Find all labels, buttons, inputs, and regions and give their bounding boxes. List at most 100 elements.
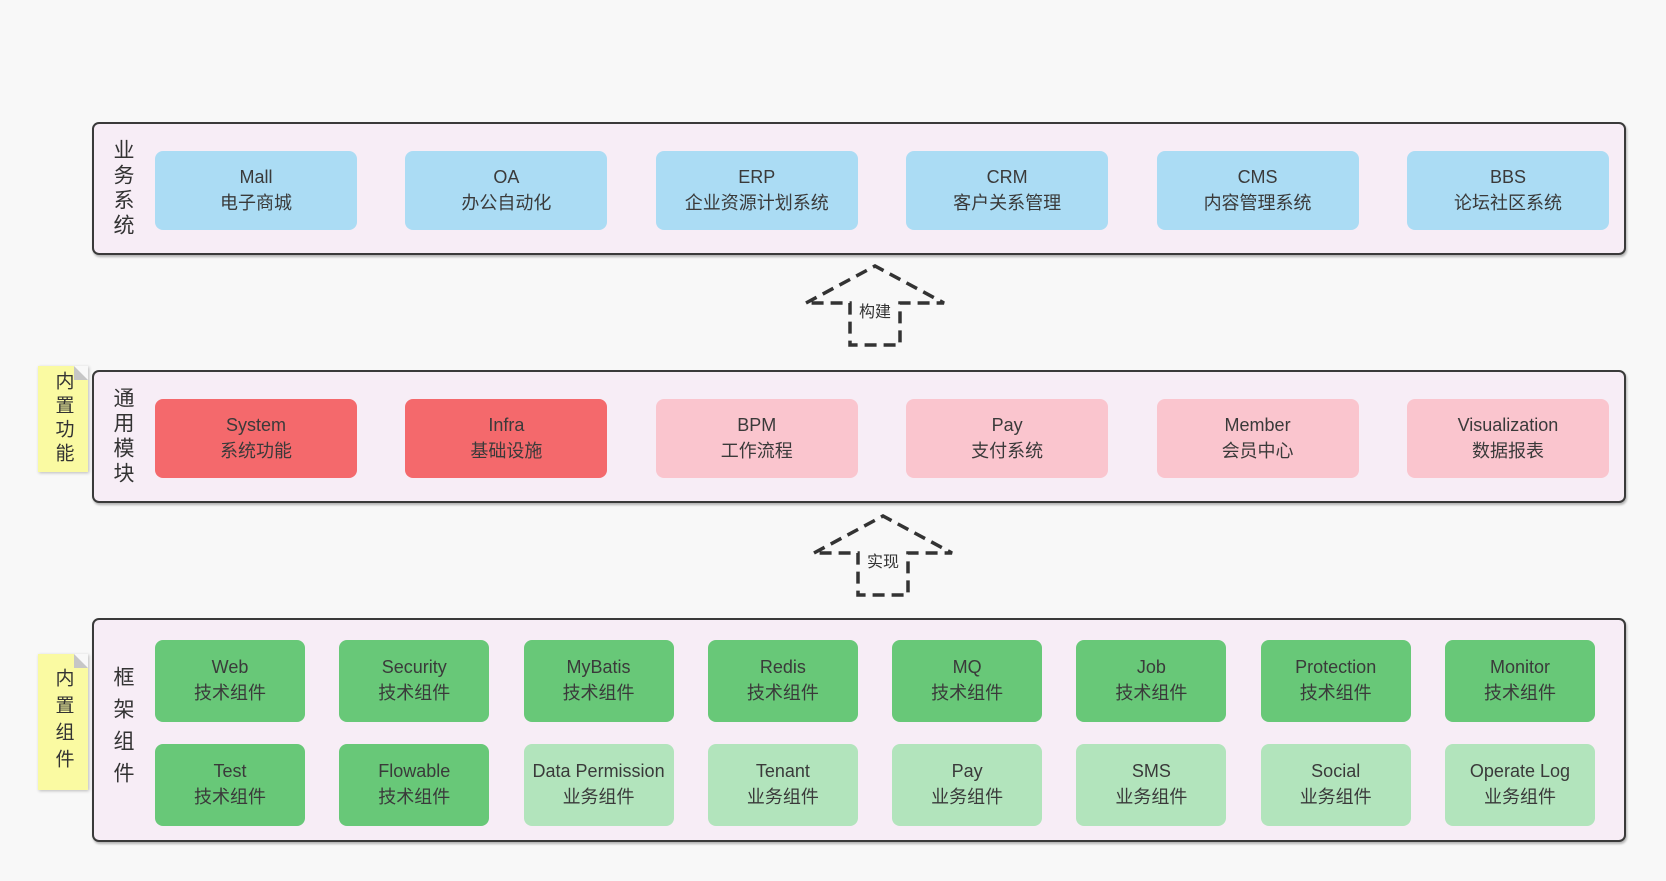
box-subtitle: 客户关系管理: [953, 192, 1062, 213]
band-business-systems: 业务系统 Mall 电子商城 OA 办公自动化 ERP 企业资源计划系统 CRM 客户关系管理…: [92, 122, 1626, 255]
box-subtitle: 支付系统: [971, 440, 1044, 461]
box-title: OA: [493, 166, 520, 187]
box-title: Pay: [951, 761, 983, 782]
box-title: System: [225, 414, 286, 435]
box-bpm: BPM 工作流程: [655, 399, 858, 478]
box-title: Test: [213, 761, 247, 782]
box-security: Security 技术组件: [339, 640, 490, 722]
box-subtitle: 论坛社区系统: [1453, 192, 1562, 213]
common-modules-box-row: System 系统功能 Infra 基础设施 BPM 工作流程 Pay 支付系统 Member 会…: [155, 399, 1609, 478]
band-label-business-systems: 业务系统: [111, 138, 134, 239]
box-subtitle: 系统功能: [220, 440, 292, 461]
box-subtitle: 电子商城: [220, 192, 292, 213]
box-subtitle: 技术组件: [931, 683, 1004, 703]
box-monitor: Monitor 技术组件: [1444, 640, 1595, 722]
box-title: SMS: [1131, 761, 1171, 782]
arrow-implement: 实现: [808, 512, 958, 600]
box-title: Web: [211, 657, 249, 678]
band-label-framework-components: 框架组件: [111, 666, 134, 794]
box-job: Job 技术组件: [1076, 640, 1227, 722]
sticky-note-label: 内置功能: [52, 371, 74, 467]
sticky-note-label: 内置组件: [52, 668, 74, 776]
box-title: MyBatis: [566, 657, 631, 678]
box-subtitle: 内容管理系统: [1203, 192, 1312, 213]
band-common-modules: 通用模块 System 系统功能 Infra 基础设施 BPM 工作流程 Pay 支付系统 Me…: [92, 370, 1626, 503]
box-title: Pay: [991, 414, 1023, 435]
box-title: MQ: [952, 657, 982, 678]
box-subtitle: 技术组件: [194, 787, 266, 807]
dashed-up-arrow-icon: [805, 264, 945, 347]
box-bbs: BBS 论坛社区系统: [1406, 151, 1609, 230]
box-crm: CRM 客户关系管理: [906, 151, 1109, 230]
arrow-implement-label: 实现: [863, 548, 903, 572]
box-visualization: Visualization 数据报表: [1406, 399, 1609, 478]
box-member: Member 会员中心: [1156, 399, 1359, 478]
arrow-build-label: 构建: [855, 298, 895, 322]
box-title: Visualization: [1457, 414, 1559, 435]
box-title: Operate Log: [1469, 761, 1570, 782]
arrow-build: 构建: [800, 262, 950, 350]
box-subtitle: 技术组件: [1483, 683, 1556, 703]
box-infra: Infra 基础设施: [405, 399, 608, 478]
box-title: Tenant: [755, 761, 810, 782]
box-subtitle: 技术组件: [194, 683, 266, 703]
box-title: Job: [1136, 657, 1166, 678]
box-title: CRM: [986, 166, 1028, 187]
box-subtitle: 技术组件: [378, 683, 451, 703]
box-subtitle: 会员中心: [1221, 440, 1294, 461]
box-title: Mall: [239, 166, 273, 187]
sticky-note-built-in-features: 内置功能: [38, 366, 88, 472]
box-protection: Protection 技术组件: [1260, 640, 1411, 722]
box-subtitle: 工作流程: [720, 440, 793, 461]
box-social: Social 业务组件: [1260, 744, 1411, 826]
box-subtitle: 技术组件: [1299, 683, 1372, 703]
box-subtitle: 办公自动化: [461, 192, 552, 213]
box-sms: SMS 业务组件: [1076, 744, 1227, 826]
box-subtitle: 业务组件: [931, 787, 1004, 807]
box-system: System 系统功能: [155, 399, 357, 478]
box-title: Monitor: [1489, 657, 1550, 678]
box-title: Member: [1224, 414, 1291, 435]
band-label-common-modules: 通用模块: [111, 386, 134, 487]
box-web: Web 技术组件: [155, 640, 305, 722]
box-title: Security: [381, 657, 447, 678]
box-mall: Mall 电子商城: [155, 151, 357, 230]
box-subtitle: 技术组件: [746, 683, 819, 703]
box-subtitle: 业务组件: [746, 787, 819, 807]
box-subtitle: 技术组件: [562, 683, 635, 703]
box-tenant: Tenant 业务组件: [707, 744, 858, 826]
box-subtitle: 技术组件: [378, 787, 451, 807]
sticky-note-built-in-components: 内置组件: [38, 654, 88, 790]
box-subtitle: 企业资源计划系统: [684, 192, 829, 213]
box-title: ERP: [738, 166, 776, 187]
box-operate-log: Operate Log 业务组件: [1444, 744, 1595, 826]
dashed-up-arrow-icon: [813, 514, 953, 597]
box-pay: Pay 支付系统: [906, 399, 1109, 478]
box-title: Protection: [1295, 657, 1377, 678]
box-title: Flowable: [378, 761, 451, 782]
box-subtitle: 基础设施: [470, 440, 543, 461]
box-title: BBS: [1489, 166, 1526, 187]
business-systems-box-row: Mall 电子商城 OA 办公自动化 ERP 企业资源计划系统 CRM 客户关系管理 CMS 内容…: [155, 151, 1609, 230]
box-pay: Pay 业务组件: [892, 744, 1043, 826]
box-subtitle: 业务组件: [1299, 787, 1372, 807]
box-flowable: Flowable 技术组件: [339, 744, 490, 826]
box-subtitle: 数据报表: [1471, 440, 1544, 461]
box-mybatis: MyBatis 技术组件: [523, 640, 674, 722]
box-title: CMS: [1237, 166, 1278, 187]
box-mq: MQ 技术组件: [892, 640, 1043, 722]
box-subtitle: 技术组件: [1115, 683, 1188, 703]
box-subtitle: 业务组件: [1483, 787, 1556, 807]
box-cms: CMS 内容管理系统: [1156, 151, 1359, 230]
box-title: BPM: [737, 414, 777, 435]
box-title: Data Permission: [532, 761, 665, 782]
box-subtitle: 业务组件: [1115, 787, 1188, 807]
box-title: Social: [1311, 761, 1361, 782]
box-title: Infra: [488, 414, 525, 435]
